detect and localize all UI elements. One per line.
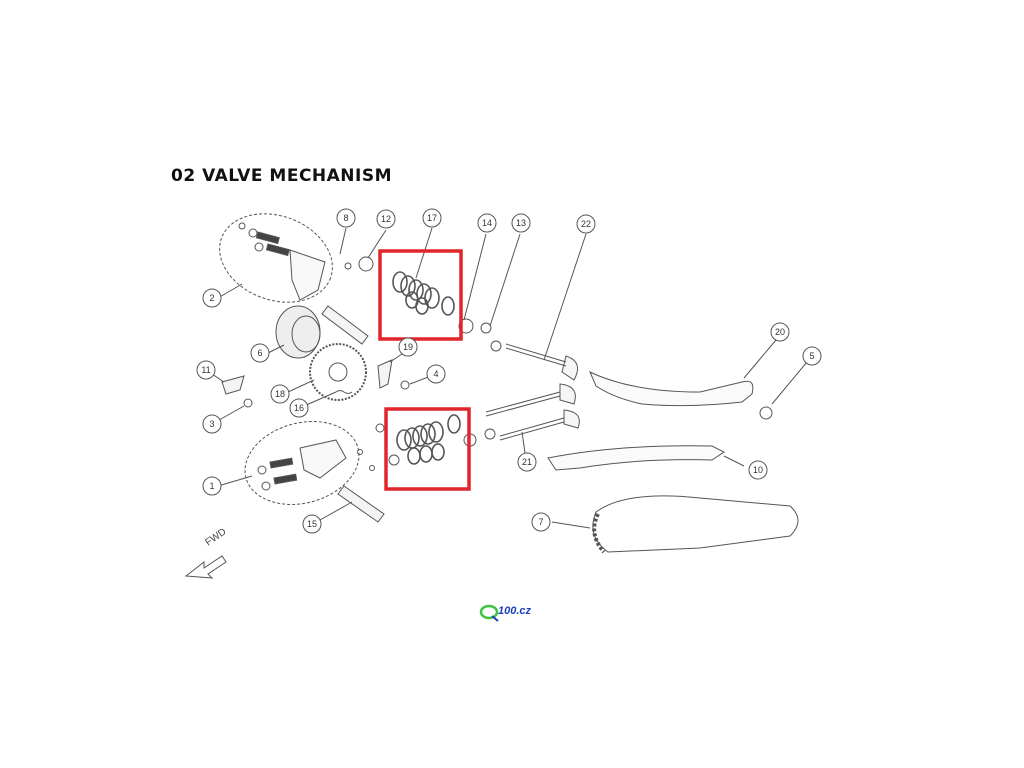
callout-circle-19: [398, 337, 418, 357]
callout-label-17: 17: [427, 213, 437, 223]
callout-label-12: 12: [381, 214, 391, 224]
callout-circle-17: [422, 208, 442, 228]
decompressor-lever: [377, 359, 393, 389]
pin-small-a: [357, 449, 363, 455]
callout-label-22: 22: [581, 219, 591, 229]
bolt-5: [759, 406, 773, 420]
chain-guide-20: [589, 370, 754, 407]
seal-13-lower: [490, 340, 502, 352]
fwd-arrow-icon: [184, 555, 227, 579]
callout-label-15: 15: [307, 519, 317, 529]
callout-label-2: 2: [209, 293, 214, 303]
callout-label-20: 20: [775, 327, 785, 337]
lower-valve-springs: [396, 414, 461, 465]
highlight-box-lower: [384, 407, 471, 491]
q-swirl-logo-icon: [479, 604, 499, 622]
upper-valve-springs: [392, 271, 455, 316]
highlight-box-upper: [378, 249, 463, 341]
upper-nut-a: [248, 228, 258, 238]
callout-label-3: 3: [209, 419, 214, 429]
callout-circle-16: [289, 398, 309, 418]
callout-circle-7: [531, 512, 551, 532]
logo-text: 100.cz: [498, 605, 532, 617]
upper-rocker-arm: [289, 249, 326, 301]
lower-rocker-arm: [299, 439, 347, 479]
callout-label-21: 21: [522, 457, 532, 467]
upper-washer: [238, 222, 246, 230]
callout-label-14: 14: [482, 218, 492, 228]
callout-circle-11: [196, 360, 216, 380]
callout-label-19: 19: [403, 342, 413, 352]
cam-sprocket: [309, 343, 367, 401]
seal-14: [458, 318, 474, 334]
callout-circle-20: [770, 322, 790, 342]
diagram-title: 02 VALVE MECHANISM: [171, 166, 393, 186]
bolt-3: [243, 398, 253, 408]
rocker-group-upper-outline: [219, 213, 333, 303]
callout-circle-8: [336, 208, 356, 228]
callout-label-11: 11: [201, 365, 210, 375]
bolt-4: [400, 380, 410, 390]
lower-adjust-screw-b: [273, 473, 298, 485]
callout-label-1: 1: [209, 481, 214, 491]
callout-circle-2: [202, 288, 222, 308]
callout-label-10: 10: [753, 465, 763, 475]
callout-circle-4: [426, 364, 446, 384]
keeper-lower-b: [388, 454, 400, 466]
callout-circle-10: [748, 460, 768, 480]
upper-adjust-screw-a: [255, 231, 280, 245]
retainer-12: [358, 256, 374, 272]
callout-circle-14: [477, 213, 497, 233]
callout-circle-6: [250, 343, 270, 363]
callout-label-16: 16: [294, 403, 304, 413]
rocker-shaft-lower: [337, 485, 385, 523]
keeper-lower: [375, 423, 385, 433]
callout-label-18: 18: [275, 389, 285, 399]
callout-circle-1: [202, 476, 222, 496]
camshaft-bearing: [291, 315, 321, 353]
camshaft: [275, 305, 321, 359]
upper-adjust-screw-b: [265, 243, 290, 257]
callout-circle-13: [511, 213, 531, 233]
cam-sprocket-hub: [328, 362, 348, 382]
pin-small-b: [369, 465, 375, 471]
intake-valve-upper: [505, 343, 579, 381]
callout-label-8: 8: [343, 213, 348, 223]
small-spring-16: [335, 390, 353, 394]
callout-circle-22: [576, 214, 596, 234]
timing-chain-links: [592, 513, 606, 554]
rocker-group-lower-outline: [244, 421, 360, 505]
callout-circle-15: [302, 514, 322, 534]
rocker-shaft-upper: [321, 305, 369, 345]
lower-nut-b: [261, 481, 271, 491]
callout-label-4: 4: [433, 369, 438, 379]
callout-circle-18: [270, 384, 290, 404]
callout-label-6: 6: [257, 348, 262, 358]
lower-adjust-screw-a: [269, 457, 294, 469]
callout-circle-21: [517, 452, 537, 472]
callout-label-7: 7: [538, 517, 543, 527]
seal-lower: [484, 428, 496, 440]
timing-chain-7: [592, 495, 799, 553]
callout-circle-3: [202, 414, 222, 434]
callout-circle-12: [376, 209, 396, 229]
washer-8: [344, 262, 352, 270]
valve-21-lower: [499, 409, 580, 441]
chain-guide-10: [547, 445, 725, 471]
callout-circle-5: [802, 346, 822, 366]
fwd-label: FWD: [203, 526, 228, 548]
seal-13: [480, 322, 492, 334]
callout-label-5: 5: [809, 351, 814, 361]
valve-21-upper: [485, 383, 576, 417]
lower-nut-a: [257, 465, 267, 475]
upper-nut-b: [254, 242, 264, 252]
lock-plate-11: [221, 375, 245, 395]
callout-label-13: 13: [516, 218, 526, 228]
site-logo: 100.cz: [478, 602, 548, 624]
